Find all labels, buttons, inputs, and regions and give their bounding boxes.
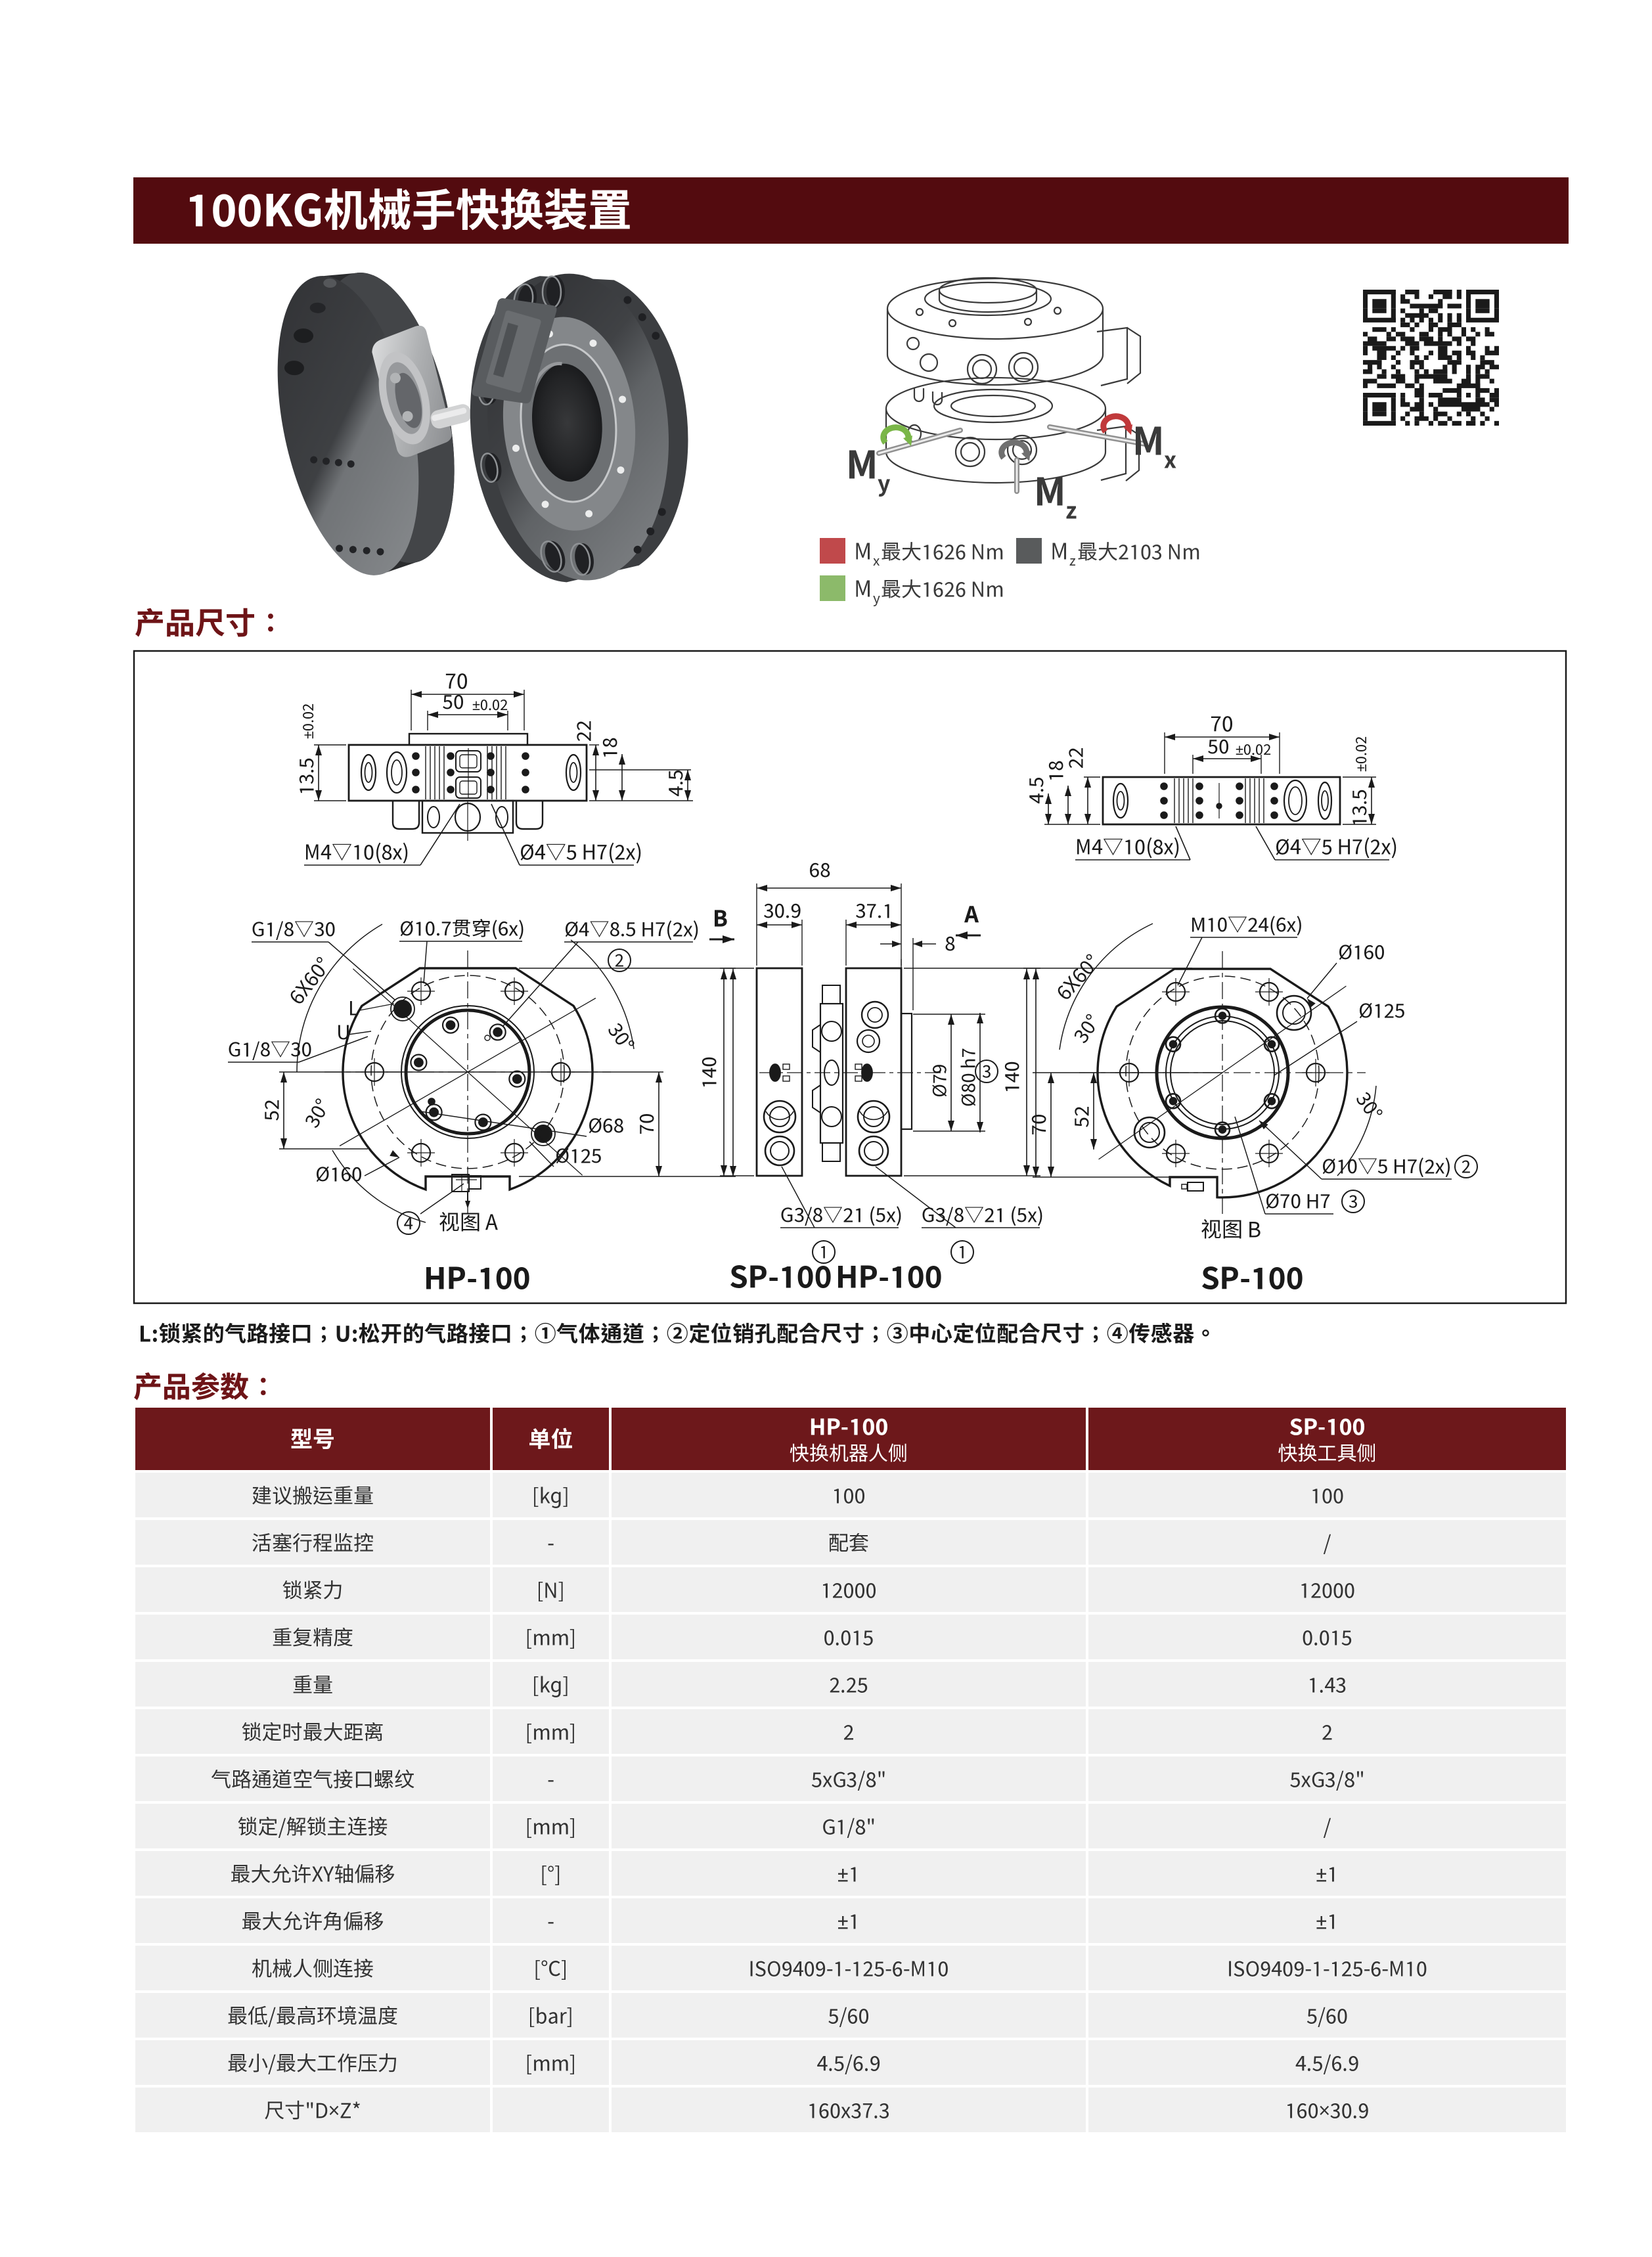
svg-text:Ø79: Ø79 (928, 1063, 950, 1097)
svg-text:70: 70 (445, 668, 468, 693)
svg-text:8: 8 (945, 932, 955, 955)
svg-text:M: M (854, 575, 872, 602)
svg-text:30°: 30° (1069, 1010, 1104, 1047)
svg-text:SP-100: SP-100 (729, 1258, 832, 1294)
svg-text:Ø68: Ø68 (588, 1114, 624, 1137)
svg-text:Ø10.7贯穿(6x): Ø10.7贯穿(6x) (399, 917, 525, 940)
svg-text:M: M (1132, 418, 1165, 463)
svg-text:Ø10▽5 H7(2x): Ø10▽5 H7(2x) (1322, 1155, 1452, 1178)
svg-text:18: 18 (598, 738, 621, 759)
svg-text:最大2103 Nm: 最大2103 Nm (1077, 539, 1201, 564)
svg-text:Ø4▽5 H7(2x): Ø4▽5 H7(2x) (520, 839, 642, 864)
svg-text:z: z (1069, 553, 1076, 569)
svg-text:50: 50 (1208, 735, 1230, 758)
svg-text:4.5: 4.5 (664, 769, 687, 796)
svg-text:Ø125: Ø125 (555, 1144, 602, 1167)
svg-text:2: 2 (1462, 1157, 1471, 1176)
svg-text:视图 A: 视图 A (439, 1209, 499, 1234)
svg-text:U: U (336, 1021, 350, 1044)
svg-text:Ø80 h7: Ø80 h7 (957, 1048, 979, 1107)
svg-text:最大1626 Nm: 最大1626 Nm (881, 539, 1004, 564)
svg-text:52: 52 (260, 1100, 283, 1121)
svg-text:M4▽10(8x): M4▽10(8x) (1075, 834, 1180, 859)
svg-text:4: 4 (404, 1213, 413, 1233)
svg-text:70: 70 (1027, 1114, 1050, 1136)
svg-text:70: 70 (635, 1113, 658, 1135)
svg-text:最大1626 Nm: 最大1626 Nm (881, 577, 1004, 601)
svg-text:Ø70 H7: Ø70 H7 (1265, 1190, 1331, 1213)
svg-text:M: M (1034, 469, 1066, 514)
svg-text:B: B (713, 905, 728, 931)
svg-text:3: 3 (982, 1061, 991, 1081)
svg-text:30°: 30° (300, 1095, 334, 1132)
svg-text:±0.02: ±0.02 (472, 696, 508, 713)
svg-text:y: y (878, 470, 890, 497)
svg-text:68: 68 (809, 859, 831, 882)
svg-text:13.5: 13.5 (295, 757, 318, 795)
svg-text:Ø4▽5 H7(2x): Ø4▽5 H7(2x) (1275, 834, 1398, 859)
svg-text:±0.02: ±0.02 (1236, 741, 1271, 758)
svg-text:M: M (854, 538, 872, 564)
svg-text:y: y (873, 591, 880, 606)
svg-text:70: 70 (1210, 711, 1234, 736)
svg-text:30°: 30° (604, 1019, 639, 1056)
svg-text:±0.02: ±0.02 (1352, 736, 1370, 772)
svg-text:±0.02: ±0.02 (300, 704, 317, 739)
svg-text:z: z (1065, 497, 1077, 524)
svg-text:L: L (348, 996, 359, 1019)
svg-text:HP-100: HP-100 (836, 1258, 943, 1294)
svg-text:50: 50 (443, 690, 464, 713)
svg-text:G3/8▽21 (5x): G3/8▽21 (5x) (780, 1203, 903, 1226)
svg-text:4.5: 4.5 (1025, 776, 1048, 803)
svg-text:30.9: 30.9 (763, 899, 801, 922)
svg-text:1: 1 (819, 1242, 828, 1262)
svg-text:140: 140 (698, 1056, 721, 1088)
svg-text:140: 140 (1000, 1061, 1023, 1093)
svg-text:52: 52 (1070, 1106, 1093, 1128)
svg-text:1: 1 (958, 1242, 967, 1262)
svg-text:G3/8▽21 (5x): G3/8▽21 (5x) (922, 1203, 1044, 1226)
svg-text:HP-100: HP-100 (424, 1259, 531, 1295)
svg-text:x: x (873, 553, 880, 569)
svg-text:2: 2 (615, 950, 624, 970)
svg-text:A: A (964, 901, 979, 927)
svg-text:3: 3 (1349, 1192, 1358, 1211)
svg-text:Ø160: Ø160 (1338, 941, 1385, 964)
svg-text:G1/8▽30: G1/8▽30 (228, 1038, 312, 1061)
svg-text:SP-100: SP-100 (1201, 1259, 1304, 1295)
svg-text:6X60°: 6X60° (284, 952, 335, 1009)
svg-text:6X60°: 6X60° (1051, 949, 1104, 1004)
svg-text:M: M (1050, 538, 1068, 564)
svg-text:x: x (1164, 447, 1176, 473)
svg-text:G1/8▽30: G1/8▽30 (252, 918, 336, 941)
svg-text:30°: 30° (1352, 1088, 1387, 1125)
svg-text:Ø125: Ø125 (1358, 999, 1405, 1022)
svg-text:Ø160: Ø160 (315, 1163, 362, 1186)
svg-text:37.1: 37.1 (855, 899, 893, 922)
svg-text:视图 B: 视图 B (1201, 1217, 1261, 1241)
svg-text:M10▽24(6x): M10▽24(6x) (1190, 913, 1303, 936)
svg-text:M: M (846, 442, 878, 487)
svg-text:Ø4▽8.5 H7(2x): Ø4▽8.5 H7(2x) (564, 918, 700, 941)
svg-text:22: 22 (572, 721, 595, 742)
svg-text:18: 18 (1044, 761, 1067, 782)
svg-text:M4▽10(8x): M4▽10(8x) (304, 839, 409, 864)
svg-text:22: 22 (1064, 748, 1087, 769)
svg-text:13.5: 13.5 (1348, 789, 1371, 827)
